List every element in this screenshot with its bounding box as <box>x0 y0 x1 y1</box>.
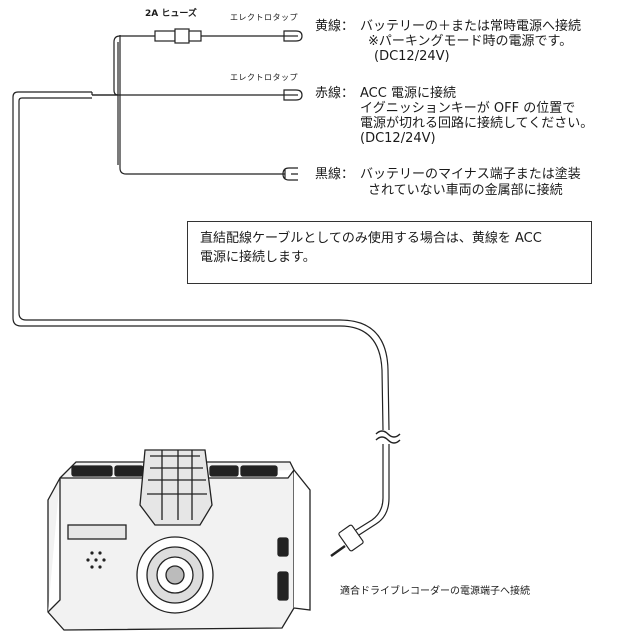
main-cable <box>12 91 384 431</box>
fuse-label: 2A ヒューズ <box>145 9 197 19</box>
yellow-line-3: (DC12/24V) <box>374 49 450 64</box>
red-line-3: 電源が切れる回路に接続してください。 <box>360 116 594 131</box>
yellow-wire-name: 黄線： <box>315 19 355 34</box>
yellow-wire <box>91 35 155 96</box>
dc-plug <box>338 524 364 552</box>
black-wire-name: 黒線： <box>315 167 355 182</box>
note-line-2: 電源に接続します。 <box>200 250 316 265</box>
ground-terminal <box>282 167 298 181</box>
black-line-1: バッテリーのマイナス端子または塗装 <box>360 167 581 182</box>
yellow-line-2: ※パーキングモード時の電源です。 <box>368 34 573 49</box>
electro-tap-label-mid: エレクトロタップ <box>230 73 298 82</box>
dash-camera <box>47 449 311 631</box>
cable-break-mark <box>375 430 401 438</box>
connector-label: 適合ドライブレコーダーの電源端子へ接続 <box>340 586 530 597</box>
red-line-4: (DC12/24V) <box>360 131 436 146</box>
red-line-2: イグニッションキーが OFF の位置で <box>360 101 576 116</box>
direct-wiring-note: 直結配線ケーブルとしてのみ使用する場合は、黄線を ACC 電源に接続します。 <box>187 221 592 284</box>
fuse-holder <box>154 30 176 42</box>
note-line-1: 直結配線ケーブルとしてのみ使用する場合は、黄線を ACC <box>200 231 542 246</box>
red-line-1: ACC 電源に接続 <box>360 86 456 101</box>
electro-tap-label-top: エレクトロタップ <box>230 13 298 22</box>
mount-bracket <box>139 449 213 526</box>
black-line-2: されていない車両の金属部に接続 <box>368 183 563 198</box>
yellow-line-1: バッテリーの＋または常時電源へ接続 <box>360 19 582 34</box>
red-wire-name: 赤線： <box>315 86 355 101</box>
